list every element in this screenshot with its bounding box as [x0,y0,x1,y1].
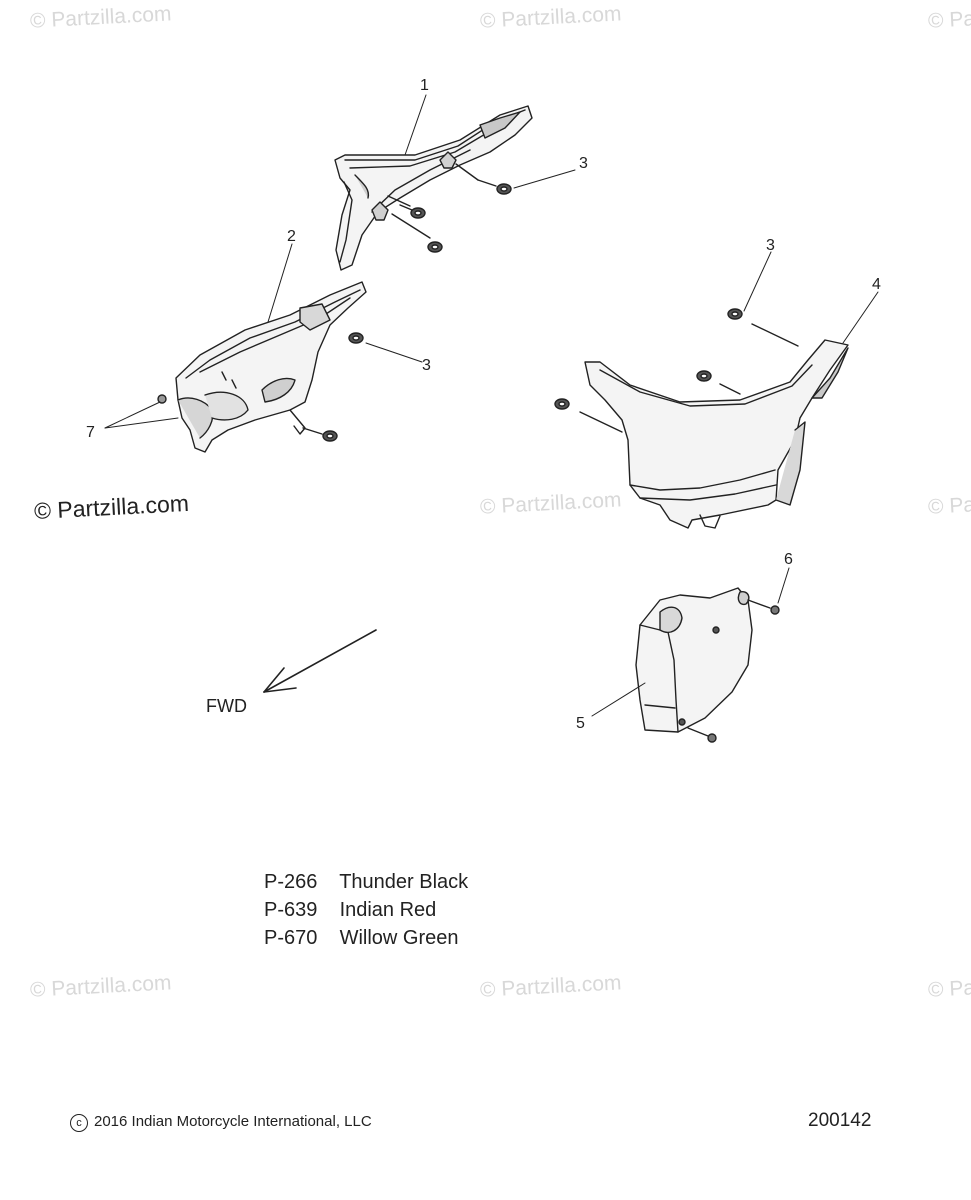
document-number: 200142 [808,1110,872,1131]
part-4-right-cover [554,308,849,529]
part-2-left-cover [157,281,367,453]
callout-2: 2 [287,228,296,245]
fwd-arrow [263,629,377,693]
callout-6: 6 [784,551,793,568]
legend-row: P-670 Willow Green [264,924,468,952]
callout-3: 3 [422,357,431,374]
callout-5: 5 [576,715,585,732]
paint-name: Thunder Black [339,871,469,893]
copyright-icon: c [70,1114,88,1132]
copyright-notice: c 2016 Indian Motorcycle International, L… [70,1113,372,1132]
color-legend: P-266 Thunder Black P-639 Indian Red P-6… [264,868,468,952]
legend-row: P-266 Thunder Black [264,868,468,896]
callout-4: 4 [872,276,881,293]
paint-name: Indian Red [339,899,437,921]
legend-row: P-639 Indian Red [264,896,468,924]
part-5-lower-cover [635,587,780,743]
paint-code: P-266 [264,871,318,893]
copyright-text: 2016 Indian Motorcycle International, LL… [94,1113,372,1130]
callout-7: 7 [86,424,95,441]
callout-3: 3 [766,237,775,254]
leader-lines [104,94,879,717]
paint-code: P-670 [264,927,318,949]
part-1-upper-cover [334,105,533,271]
callout-3: 3 [579,155,588,172]
paint-name: Willow Green [339,927,459,949]
callout-1: 1 [420,77,429,94]
paint-code: P-639 [264,899,318,921]
fwd-label: FWD [206,696,247,716]
